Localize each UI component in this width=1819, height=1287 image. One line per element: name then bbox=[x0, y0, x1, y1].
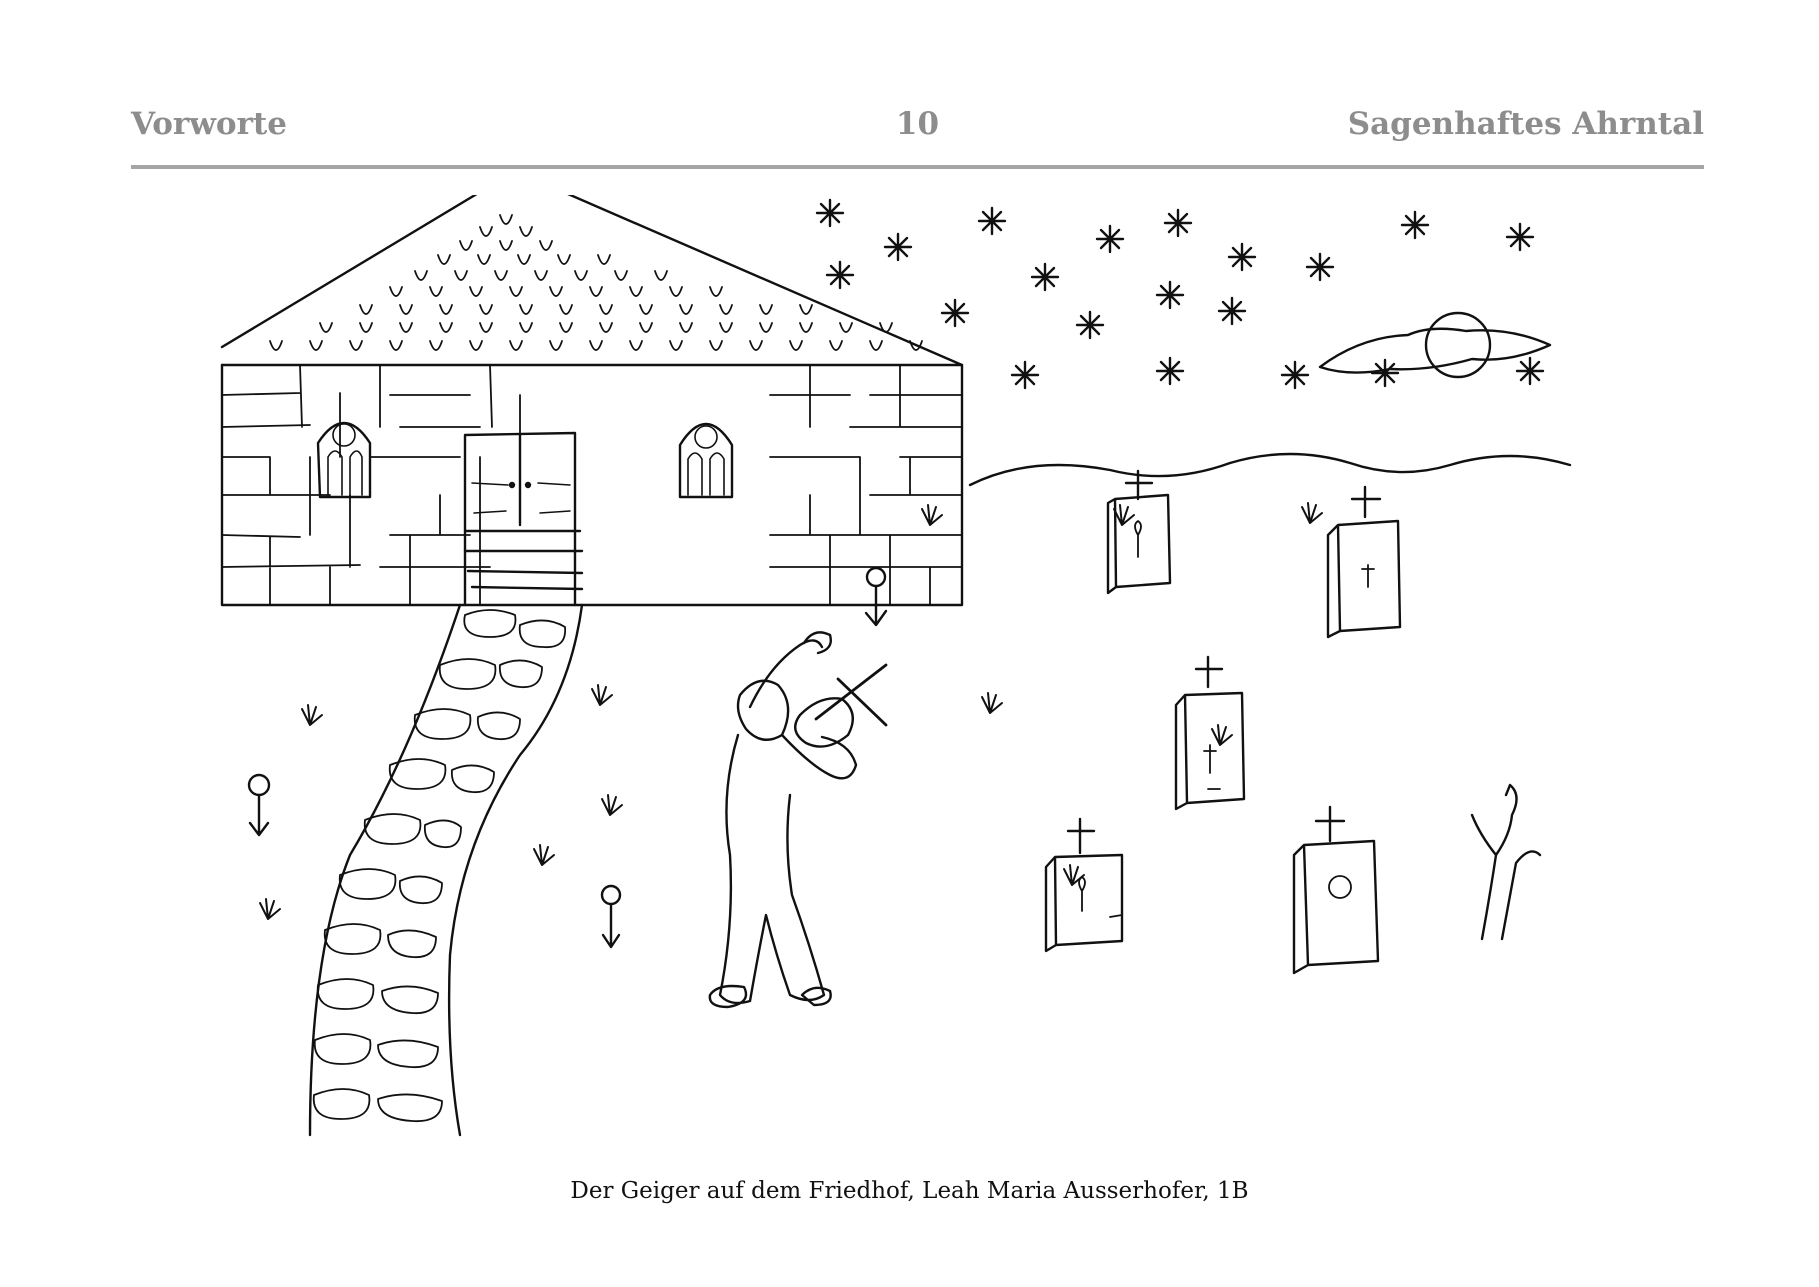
dead-tree bbox=[1470, 783, 1542, 941]
church bbox=[220, 195, 964, 607]
book-title: Sagenhaftes Ahrntal bbox=[1347, 106, 1704, 142]
night-sky bbox=[815, 198, 1572, 487]
pen-drawing-graveyard-fiddler bbox=[220, 195, 1572, 1137]
figure-caption: Der Geiger auf dem Friedhof, Leah Maria … bbox=[570, 1178, 1249, 1204]
page-number: 10 bbox=[895, 106, 940, 142]
cobblestone-path bbox=[308, 603, 584, 1137]
running-head: Vorworte 10 Sagenhaftes Ahrntal bbox=[131, 106, 1704, 150]
grass-tufts bbox=[258, 501, 1324, 921]
flowers bbox=[247, 566, 888, 949]
illustration bbox=[210, 195, 1610, 1165]
chapter-title: Vorworte bbox=[131, 106, 287, 142]
header-rule bbox=[131, 165, 1704, 169]
graves bbox=[1044, 469, 1402, 975]
fiddler bbox=[708, 631, 888, 1009]
